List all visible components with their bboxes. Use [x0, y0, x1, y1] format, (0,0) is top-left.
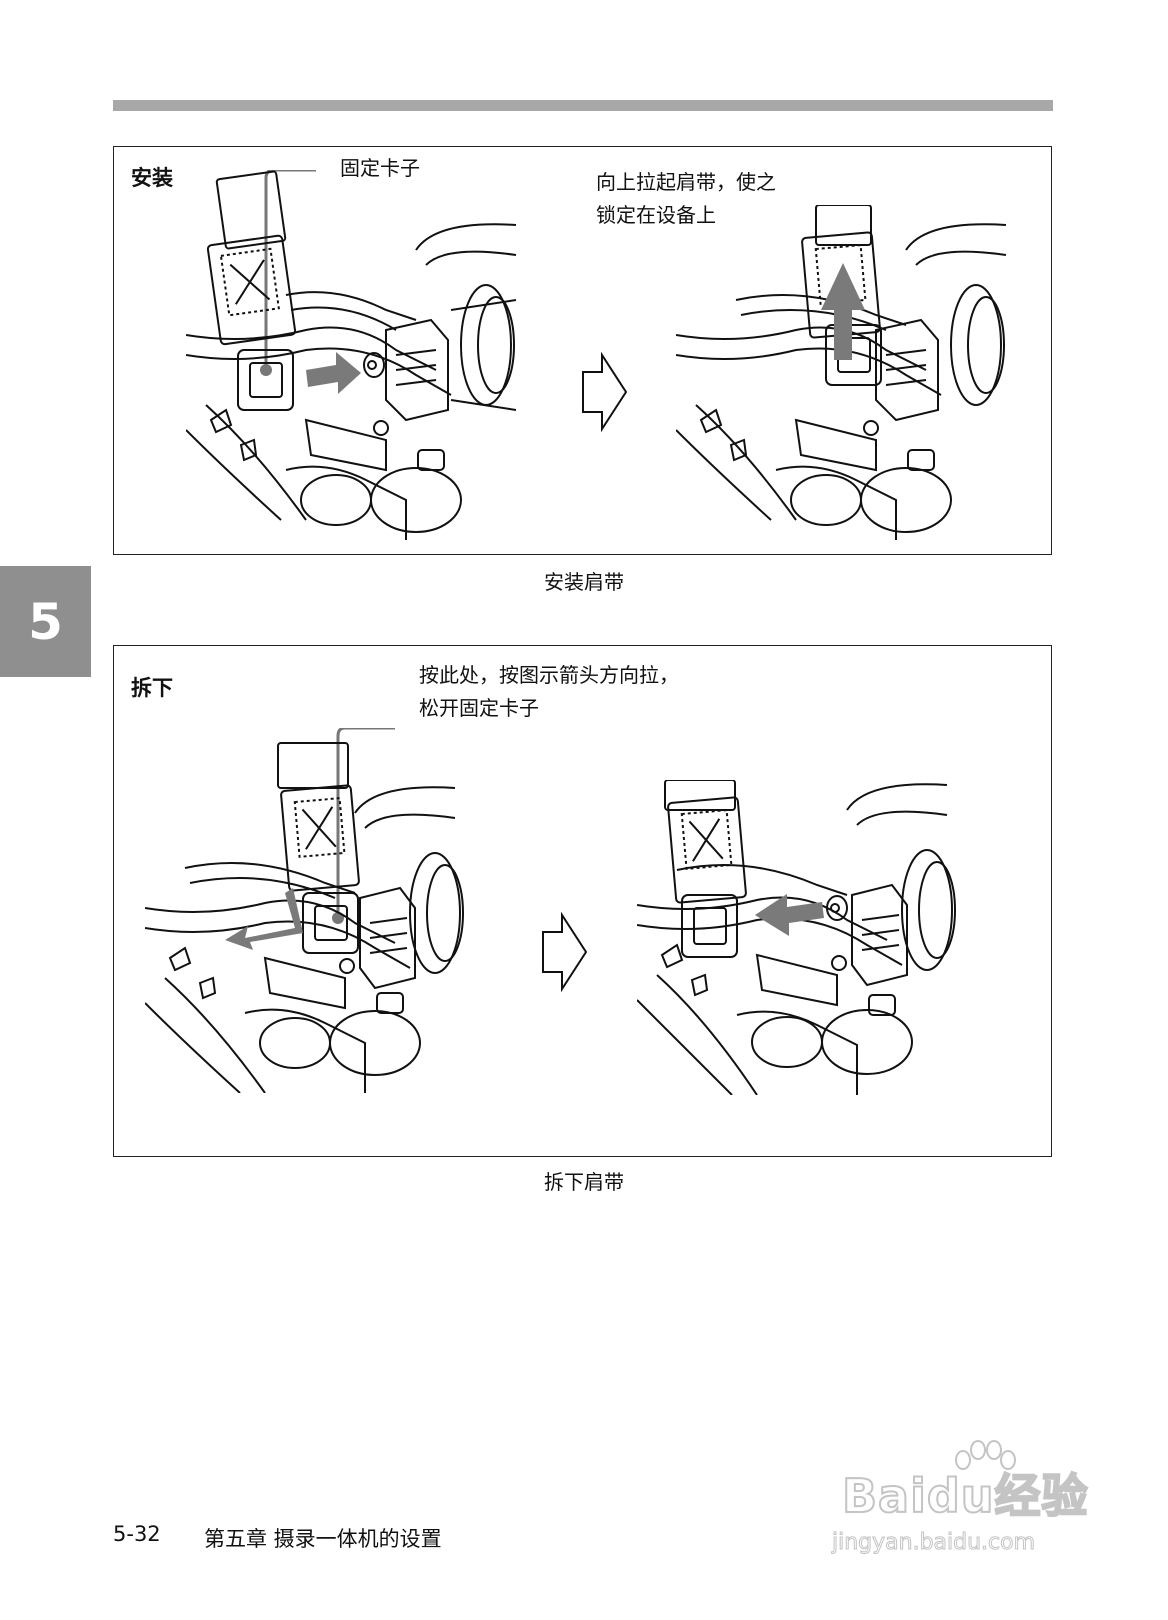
- remove-step2-illustration: [637, 780, 956, 1095]
- remove-next-arrow: [542, 912, 588, 992]
- pull-up-note: 向上拉起肩带，使之 锁定在设备上: [596, 170, 776, 227]
- remove-caption: 拆下肩带: [544, 1170, 624, 1194]
- install-step2-illustration: [676, 205, 1006, 540]
- install-step1-illustration: [186, 170, 516, 540]
- remove-title: 拆下: [131, 676, 173, 700]
- header-rule: [113, 100, 1053, 111]
- watermark-brand: Baidu经验: [841, 1468, 1089, 1524]
- remove-panel: [113, 645, 1052, 1157]
- baidu-watermark: Baidu经验 jingyan.baidu.com: [820, 1440, 1100, 1580]
- chapter-tab: 5: [0, 566, 91, 677]
- install-caption: 安装肩带: [544, 570, 624, 594]
- watermark-url: jingyan.baidu.com: [831, 1530, 1036, 1556]
- press-here-note: 按此处，按图示箭头方向拉， 松开固定卡子: [419, 663, 679, 720]
- install-next-arrow: [582, 352, 628, 432]
- paw-icon: [955, 1440, 1016, 1470]
- remove-step1-illustration: [145, 728, 464, 1093]
- page-number: 5-32: [113, 1522, 161, 1546]
- chapter-title: 第五章 摄录一体机的设置: [204, 1527, 442, 1551]
- clip-label: 固定卡子: [340, 156, 420, 180]
- install-title: 安装: [131, 166, 173, 190]
